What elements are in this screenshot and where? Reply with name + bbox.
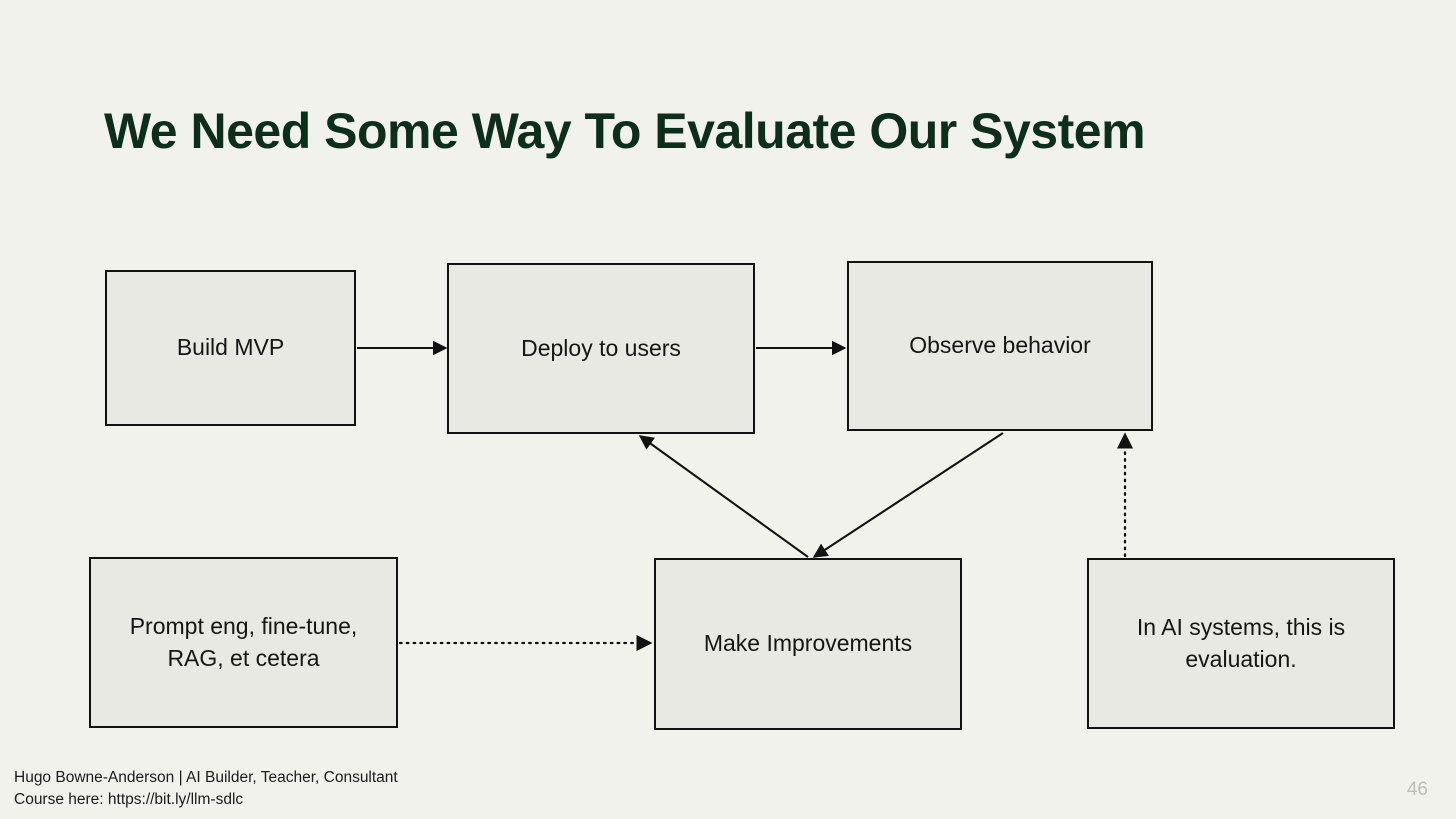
diagram-node-evaluation-note[interactable]: In AI systems, this is evaluation. [1087, 558, 1395, 729]
diagram-node-observe-behavior[interactable]: Observe behavior [847, 261, 1153, 431]
edge-observe-to-make-improvements [812, 432, 1004, 558]
footer-author-line: Hugo Bowne-Anderson | AI Builder, Teache… [14, 769, 398, 786]
diagram-node-prompt-eng[interactable]: Prompt eng, fine-tune, RAG, et cetera [89, 557, 398, 728]
diagram-node-build-mvp[interactable]: Build MVP [105, 270, 356, 426]
footer: Hugo Bowne-Anderson | AI Builder, Teache… [14, 767, 398, 811]
footer-course-link[interactable]: Course here: https://bit.ly/llm-sdlc [14, 791, 244, 808]
page-number: 46 [1406, 779, 1428, 800]
edge-make-improvements-to-deploy [638, 435, 809, 558]
diagram-node-deploy-to-users[interactable]: Deploy to users [447, 263, 755, 434]
diagram-node-make-improvements[interactable]: Make Improvements [654, 558, 962, 730]
page-title: We Need Some Way To Evaluate Our System [104, 103, 1146, 159]
